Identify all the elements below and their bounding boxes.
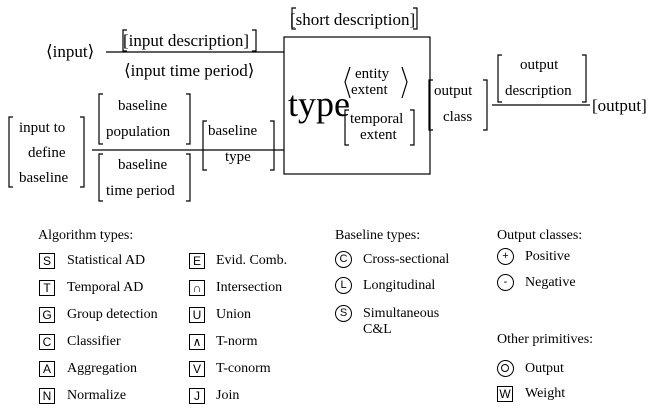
join-label: Join [216, 388, 240, 403]
output-description-line2: description [505, 83, 572, 99]
simultaneous-label: Simultaneous [363, 306, 440, 321]
temporal-extent-bracket-right [410, 109, 415, 146]
negative-icon: - [497, 274, 514, 291]
longitudinal-label: Longitudinal [363, 278, 436, 293]
input-to-define-baseline-line2: define [28, 145, 66, 161]
entity-extent-angle-left [344, 66, 351, 99]
baseline-time-period-line1: baseline [118, 157, 168, 173]
temporal-extent-bracket-left [344, 109, 349, 146]
t-conorm-label: T-conorm [216, 361, 271, 376]
cross-sectional-label: Cross-sectional [363, 252, 450, 267]
baseline-time-period-bracket-right [186, 153, 191, 202]
union-label: Union [216, 307, 251, 322]
input-to-define-baseline-line1: input to [19, 120, 66, 136]
t-norm-icon: ∧ [189, 334, 205, 350]
statistical-ad-label: Statistical AD [67, 253, 146, 268]
baseline-type-bracket-right [270, 120, 275, 171]
output-class-bracket-right [483, 79, 488, 131]
input-baseline-bracket-right [80, 116, 85, 188]
output-class-line2: class [443, 109, 473, 125]
positive-label: Positive [525, 249, 571, 264]
output-class-line1: output [434, 83, 473, 99]
type-label: type [288, 84, 350, 124]
baseline-type-line2: type [225, 149, 251, 165]
input-description-bracket-left [122, 29, 127, 52]
baseline-population-line2: population [106, 124, 171, 140]
classifier-label: Classifier [67, 334, 121, 349]
statistical-ad-icon: S [39, 253, 55, 269]
input-description-bracket-right [252, 29, 257, 52]
group-detection-label: Group detection [67, 307, 158, 322]
classifier-icon: C [39, 334, 55, 350]
baseline-population-bracket-right [186, 93, 191, 145]
evid-comb-icon: E [189, 253, 205, 269]
simultaneous-label-line2: C&L [363, 322, 392, 337]
aggregation-label: Aggregation [67, 361, 137, 376]
normalize-icon: N [39, 388, 55, 404]
type-box [283, 36, 431, 175]
input-baseline-bracket-left [8, 116, 13, 188]
group-detection-icon: G [39, 307, 55, 323]
baseline-type-line1: baseline [208, 123, 258, 139]
short-description-bracket-left [291, 7, 296, 30]
aggregation-icon: A [39, 361, 55, 377]
evid-comb-label: Evid. Comb. [216, 253, 288, 268]
baseline-type-bracket-left [202, 120, 207, 171]
short-description-bracket-right [413, 7, 418, 30]
temporal-extent-line1: temporal [350, 111, 404, 127]
baseline-population-line1: baseline [118, 98, 168, 114]
cross-sectional-icon: C [335, 251, 352, 268]
entity-extent-line1: entity [355, 66, 390, 82]
simultaneous-icon: S [335, 305, 352, 322]
output-primitive-label: Output [525, 361, 564, 376]
input-to-define-baseline-line3: baseline [19, 170, 69, 186]
longitudinal-icon: L [335, 277, 352, 294]
baseline-population-bracket-left [98, 93, 103, 145]
entity-extent-line2: extent [351, 82, 388, 98]
input-label: ⟨input⟩ [46, 42, 95, 61]
baseline-time-period-line2: time period [106, 183, 175, 199]
weight-label: Weight [525, 386, 566, 401]
output-description-bracket-right [582, 54, 587, 103]
weight-icon: W [497, 386, 513, 402]
output-description-bracket-left [497, 54, 502, 103]
union-icon: U [189, 307, 205, 323]
baseline-time-period-bracket-left [98, 153, 103, 202]
negative-label: Negative [525, 275, 576, 290]
temporal-ad-label: Temporal AD [67, 280, 144, 295]
output-label: [output] [592, 96, 647, 115]
output-classes-title: Output classes: [497, 228, 583, 243]
t-conorm-icon: V [189, 361, 205, 377]
other-primitives-title: Other primitives: [497, 332, 594, 347]
input-description-label: [input description] [123, 31, 250, 50]
temporal-extent-line2: extent [360, 127, 397, 143]
temporal-ad-icon: T [39, 280, 55, 296]
output-primitive-icon [497, 360, 514, 377]
intersection-label: Intersection [216, 280, 283, 295]
output-class-bracket-left [428, 79, 433, 131]
t-norm-label: T-norm [216, 334, 258, 349]
intersection-icon: ∩ [189, 280, 205, 296]
algorithm-types-title: Algorithm types: [38, 228, 134, 243]
short-description-label: [short description] [290, 10, 416, 29]
join-icon: J [189, 388, 205, 404]
positive-icon: + [497, 248, 514, 265]
input-time-period-label: ⟨input time period⟩ [124, 61, 255, 80]
entity-extent-angle-right [401, 66, 408, 99]
baseline-types-title: Baseline types: [335, 228, 421, 243]
normalize-label: Normalize [67, 388, 127, 403]
output-description-line1: output [520, 57, 559, 73]
